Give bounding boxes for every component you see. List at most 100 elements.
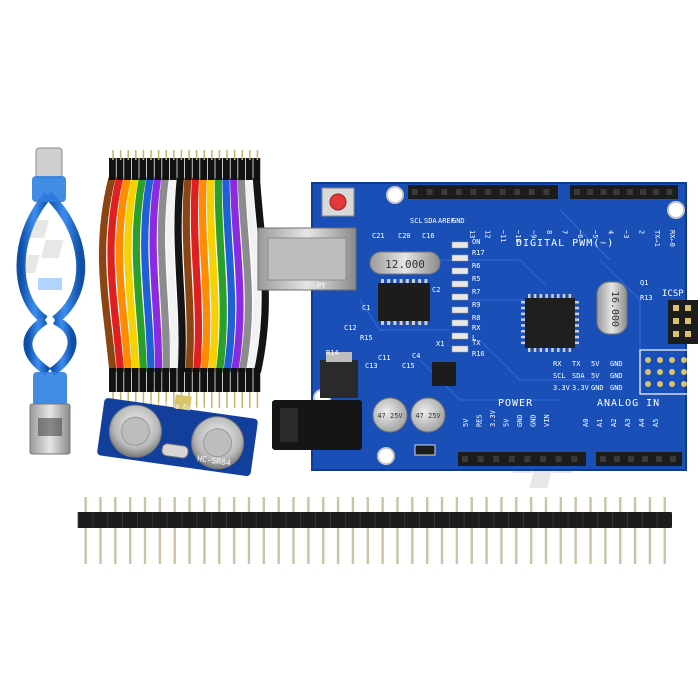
wire-connector bbox=[185, 158, 192, 180]
capacitor-label: C12 bbox=[344, 324, 357, 332]
svg-text:47 25V: 47 25V bbox=[377, 412, 403, 420]
board-pin-label: RX bbox=[553, 360, 562, 368]
capacitor-label: C2 bbox=[432, 286, 440, 294]
wire-connector bbox=[223, 368, 230, 392]
digital-pin-label: ~6 bbox=[576, 230, 584, 238]
wire-pin bbox=[211, 392, 213, 408]
wire-connector bbox=[177, 158, 185, 180]
wire-connector bbox=[124, 158, 132, 180]
power-pin-label: RES bbox=[476, 414, 484, 427]
jumper-wire bbox=[198, 177, 211, 373]
top-left-pin-label: GND bbox=[452, 217, 465, 225]
capacitor-label: C16 bbox=[422, 232, 435, 240]
board-pin-label: SDA bbox=[572, 372, 585, 380]
power-pin-label: VIN bbox=[543, 414, 551, 427]
capacitor-label: C1 bbox=[362, 304, 370, 312]
wire-pin bbox=[218, 392, 221, 408]
wire-pin bbox=[195, 392, 198, 408]
wire-connector bbox=[192, 158, 200, 180]
resistor-label: R13 bbox=[640, 294, 653, 302]
jumper-wire bbox=[222, 177, 236, 373]
jumper-wire bbox=[237, 177, 253, 373]
electrolytic-capacitor-1: 47 25V bbox=[372, 397, 408, 433]
resistor-label: R16 bbox=[472, 350, 485, 358]
jumper-wire bbox=[132, 177, 148, 373]
component-label: X1 bbox=[436, 340, 444, 348]
digital-pwm-label: DIGITAL PWM(~) bbox=[516, 238, 614, 249]
wire-pin bbox=[203, 392, 205, 408]
svg-text:47 25V: 47 25V bbox=[415, 412, 441, 420]
wire-pin bbox=[165, 392, 167, 408]
wire-connector bbox=[147, 368, 154, 392]
wire-pin bbox=[249, 150, 251, 160]
usb-b-plug bbox=[35, 147, 63, 179]
crystal-right-label: 16.000 bbox=[609, 291, 620, 327]
component-label: L bbox=[472, 334, 476, 342]
wire-pin bbox=[249, 392, 251, 408]
digital-pin-label: ~5 bbox=[591, 230, 599, 238]
wire-pin bbox=[142, 392, 145, 408]
resistor-label: R5 bbox=[472, 275, 480, 283]
component-label: TX bbox=[472, 339, 481, 347]
wire-connector bbox=[154, 158, 162, 180]
board-pin-label: 3.3V bbox=[572, 384, 590, 392]
top-left-pin-label: SDA bbox=[424, 217, 437, 225]
jumper-wire bbox=[190, 177, 203, 373]
power-pin-label: 5V bbox=[462, 418, 470, 427]
jumper-wire bbox=[107, 177, 125, 373]
wire-pin bbox=[256, 150, 259, 160]
power-pin-label: GND bbox=[516, 414, 524, 427]
reset-button[interactable] bbox=[329, 193, 347, 211]
analog-pin-label: A3 bbox=[624, 419, 632, 427]
digital-pin-label: ~10 bbox=[514, 230, 522, 243]
jumper-wire-bundle bbox=[98, 150, 269, 408]
wire-pin bbox=[226, 150, 228, 160]
wire-connector bbox=[207, 158, 215, 180]
digital-pin-label: ~3 bbox=[622, 230, 630, 238]
analog-pin-label: A0 bbox=[582, 419, 590, 427]
wire-connector bbox=[253, 158, 261, 180]
wire-connector bbox=[238, 158, 246, 180]
jumper-wire bbox=[149, 177, 163, 373]
wire-pin bbox=[241, 150, 243, 160]
arduino-board: 12.000 16.000 47 25V 47 25V ICSP bbox=[257, 182, 698, 471]
board-pin-label: SCL bbox=[553, 372, 566, 380]
wire-pin bbox=[233, 392, 236, 408]
wire-connector bbox=[109, 158, 116, 180]
wire-pin bbox=[119, 150, 122, 160]
wire-pin bbox=[150, 150, 152, 160]
digital-header bbox=[408, 185, 678, 199]
wire-pin bbox=[135, 392, 137, 408]
wire-connector bbox=[116, 158, 124, 180]
usb-serial-chip bbox=[378, 283, 430, 321]
wire-connector bbox=[215, 368, 223, 392]
wire-connector bbox=[238, 368, 246, 392]
jumper-wire bbox=[115, 177, 132, 373]
wire-pin bbox=[150, 392, 152, 408]
resistor-label: R14 bbox=[326, 349, 339, 357]
component-label: Q1 bbox=[640, 279, 648, 287]
top-left-pin-label: AREF bbox=[438, 217, 455, 225]
analog-pin-label: A2 bbox=[610, 419, 618, 427]
jumper-wire bbox=[166, 177, 178, 373]
wire-connector bbox=[245, 158, 253, 180]
jumper-wire bbox=[214, 177, 227, 373]
capacitor-label: C20 bbox=[398, 232, 411, 240]
board-pin-label: 5V bbox=[591, 372, 600, 380]
digital-pin-label: 4 bbox=[607, 230, 615, 234]
power-pin-label: 5V bbox=[503, 418, 511, 427]
jumper-wire bbox=[157, 177, 170, 373]
resistor-label: R8 bbox=[472, 314, 480, 322]
wire-connector bbox=[200, 158, 208, 180]
capacitor-label: C13 bbox=[365, 362, 378, 370]
capacitor-label: C15 bbox=[402, 362, 415, 370]
wire-pin bbox=[165, 150, 167, 160]
resistor-label: R6 bbox=[472, 262, 480, 270]
board-pin-label: GND bbox=[610, 372, 623, 380]
digital-pin-label: TX→1 bbox=[653, 230, 661, 247]
wire-connector bbox=[147, 158, 154, 180]
wire-connector bbox=[215, 158, 223, 180]
analog-in-label: ANALOG IN bbox=[597, 398, 660, 409]
wire-pin bbox=[241, 392, 243, 408]
